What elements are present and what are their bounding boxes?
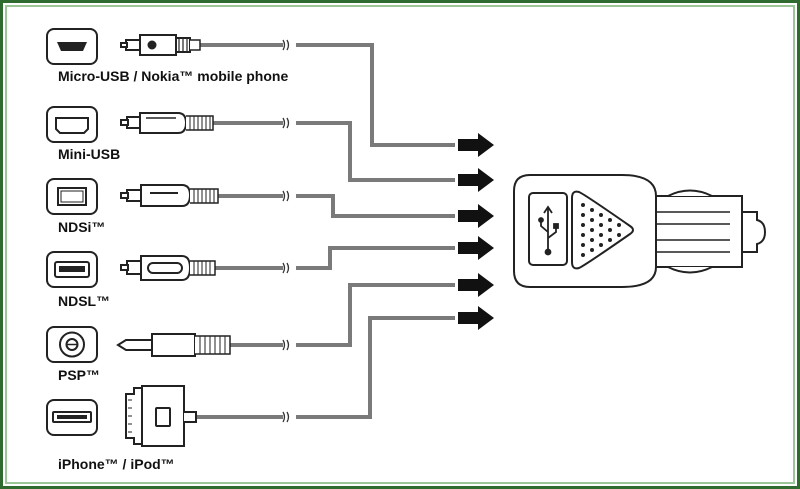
- car-charger: [513, 174, 767, 288]
- psp-plug-icon: [116, 333, 231, 357]
- cables: [196, 43, 455, 419]
- ndsl-port-icon: [46, 251, 98, 288]
- ports: [46, 28, 98, 436]
- psp-port-icon: [46, 326, 98, 363]
- cable-psp: [230, 283, 455, 347]
- ndsi-port-icon: [46, 178, 98, 215]
- cable-micro-usb: [200, 43, 455, 147]
- micro-usb-port-icon: [46, 28, 98, 65]
- label-micro-usb: Micro-USB / Nokia™ mobile phone: [58, 68, 289, 84]
- charger-tip: [737, 211, 767, 253]
- arrow-3: [458, 204, 494, 228]
- arrow-4: [458, 236, 494, 260]
- mini-usb-plug-icon: [120, 112, 214, 134]
- cable-ndsl: [215, 246, 455, 270]
- arrow-6: [458, 306, 494, 330]
- arrow-5: [458, 273, 494, 297]
- label-ndsi: NDSi™: [58, 219, 106, 235]
- label-mini-usb: Mini-USB: [58, 146, 121, 162]
- cable-mini-usb: [213, 121, 455, 182]
- iphone-dock-plug-icon: [125, 385, 197, 447]
- speaker-grille-icon: [571, 190, 634, 270]
- ndsl-plug-icon: [120, 255, 216, 281]
- label-ndsl: NDSL™: [58, 293, 111, 309]
- ndsi-plug-icon: [120, 184, 219, 207]
- cable-ndsi: [218, 194, 455, 218]
- cable-iphone: [196, 316, 455, 419]
- label-psp: PSP™: [58, 367, 101, 383]
- iphone-port-icon: [46, 399, 98, 436]
- arrows: [458, 133, 494, 330]
- arrow-1: [458, 133, 494, 157]
- plugs: [116, 34, 231, 447]
- arrow-2: [458, 168, 494, 192]
- mini-usb-port-icon: [46, 106, 98, 143]
- label-iphone: iPhone™ / iPod™: [58, 456, 175, 472]
- break-marks: [282, 39, 290, 423]
- micro-usb-plug-icon: [120, 34, 201, 56]
